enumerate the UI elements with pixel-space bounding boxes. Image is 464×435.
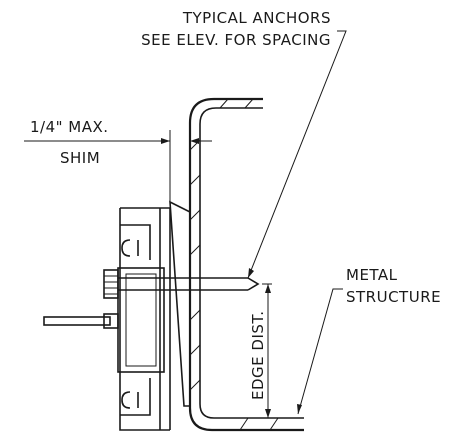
glazing-bead	[103, 313, 119, 329]
structure-inner-wall	[199, 107, 304, 419]
shim-dim-arrow-left	[161, 138, 170, 144]
edge-arrow-bottom	[265, 409, 271, 418]
edge-arrow-top	[265, 284, 271, 293]
mullion-chamber	[117, 267, 165, 373]
upper-pocket	[120, 224, 151, 260]
structure-outer-wall	[188, 97, 304, 432]
anchors-leader	[247, 30, 347, 279]
mullion-inner	[125, 273, 157, 367]
screw-head	[103, 269, 119, 299]
anchor-screw-tip	[247, 277, 260, 291]
lower-pocket	[120, 378, 151, 416]
shim-shape	[169, 200, 191, 407]
anchors-leader-arrow	[248, 268, 254, 278]
anchors-label-line1: TYPICAL ANCHORS	[182, 9, 331, 27]
metal-leader-line	[297, 288, 343, 415]
upper-gasket	[121, 239, 139, 257]
metal-label-line1: METAL	[346, 266, 398, 284]
structure-hatching	[189, 98, 279, 431]
lower-gasket	[121, 391, 139, 409]
edge-distance-dimension	[262, 283, 272, 418]
metal-leader-arrow	[297, 404, 302, 414]
shim-dimension	[24, 130, 212, 208]
glass-lite	[43, 316, 111, 326]
frame-outline	[119, 207, 170, 431]
metal-structure-leader	[297, 288, 343, 415]
edge-dist-label: EDGE DIST.	[249, 310, 267, 400]
window-frame-extrusion	[43, 207, 260, 431]
anchors-label-line2: SEE ELEV. FOR SPACING	[141, 31, 331, 49]
shim-wedge	[169, 200, 191, 407]
metal-structure-profile	[188, 97, 304, 432]
shim-max-label: 1/4" MAX.	[30, 118, 109, 136]
shim-dim-arrow-right	[190, 138, 199, 144]
anchors-leader-line	[247, 30, 347, 279]
metal-label-line2: STRUCTURE	[346, 288, 441, 306]
shim-label: SHIM	[60, 149, 100, 167]
